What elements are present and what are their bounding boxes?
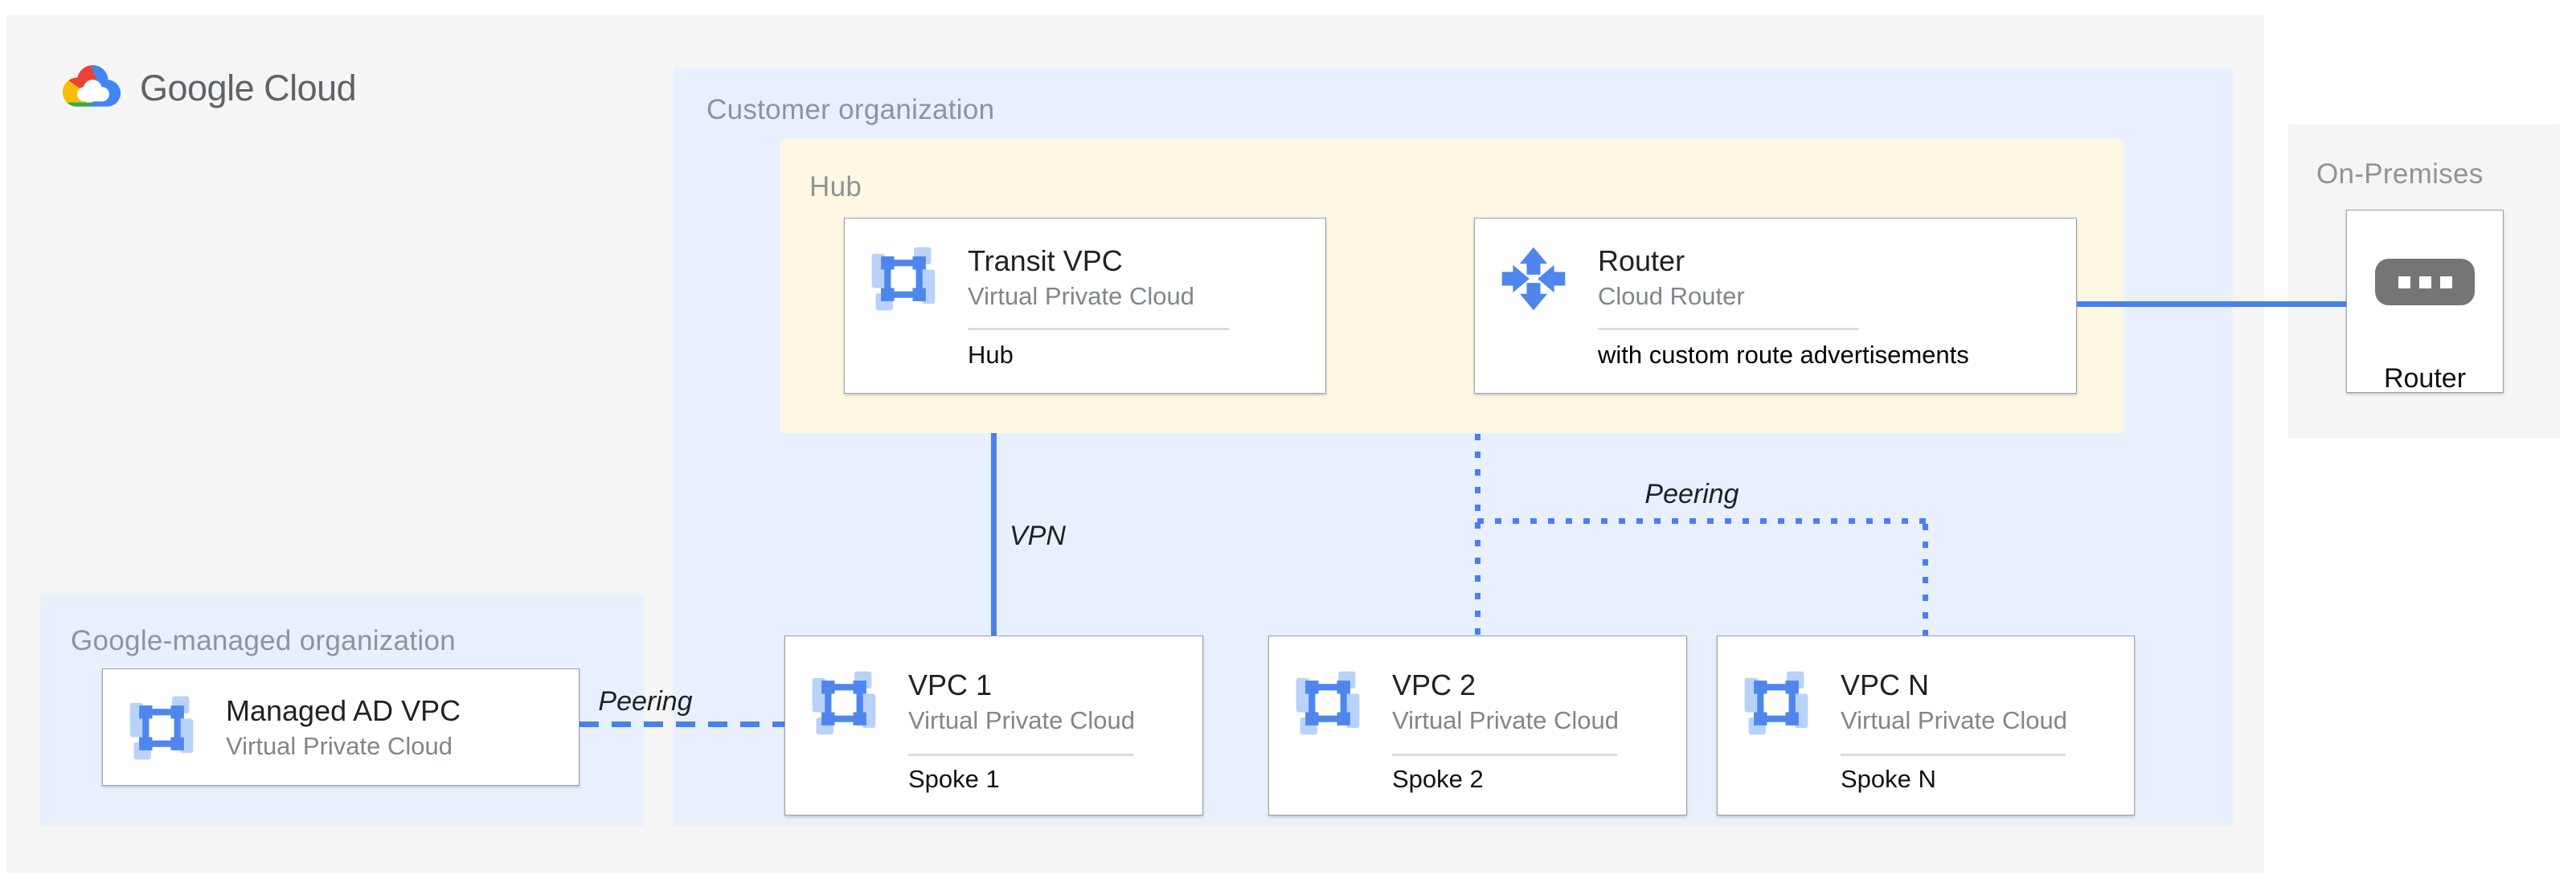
router-led-dot [2439,276,2452,288]
card-cloud-router: Router Cloud Router with custom route ad… [1474,218,2077,394]
vpc-icon [870,246,936,312]
peering-connector-vertical-vpc2 [1475,434,1480,636]
on-premises-label: On-Premises [2316,158,2484,190]
card-subtitle: Cloud Router [1598,282,1745,310]
peering-hub-label: Peering [1644,479,1739,509]
card-subtitle: Virtual Private Cloud [226,732,453,760]
card-subtitle: Virtual Private Cloud [1392,706,1620,734]
router-to-onprem-connector [2077,301,2349,307]
google-cloud-logo: Google Cloud [58,61,357,115]
peering-connector-vertical-vpcn [1923,524,1928,636]
peering-connector-managed-ad [579,721,785,727]
vpc-icon [1295,670,1361,736]
card-title: VPC 1 [908,668,993,701]
vpc-icon [1743,670,1809,736]
card-sublabel: with custom route advertisements [1598,341,1969,369]
card-onprem-router: Router [2346,210,2504,394]
router-led-dot [2398,276,2410,288]
hub-label: Hub [809,171,862,202]
card-separator [908,754,1133,756]
card-separator [1392,754,1617,756]
customer-organization-label: Customer organization [706,94,995,125]
cloud-router-icon [1501,247,1566,311]
google-cloud-logo-icon [62,65,121,107]
peering-managed-label: Peering [598,686,693,717]
card-title: Managed AD VPC [226,694,461,727]
card-sublabel: Hub [968,341,1014,369]
google-managed-organization-label: Google-managed organization [71,625,456,656]
card-subtitle: Virtual Private Cloud [908,706,1136,734]
vpc-icon [129,695,195,761]
vpn-connector-line [991,433,997,636]
card-managed-ad-vpc: Managed AD VPC Virtual Private Cloud [102,668,579,786]
card-title: Router [1598,244,1685,277]
card-separator [1598,328,1859,330]
card-vpc-2: VPC 2 Virtual Private Cloud Spoke 2 [1268,636,1687,815]
peering-connector-horizontal [1477,518,1927,524]
vpc-icon [811,670,877,736]
vpn-connector-label: VPN [1010,521,1066,551]
hardware-router-icon [2375,259,2475,305]
router-led-dot [2418,276,2431,288]
card-vpc-1: VPC 1 Virtual Private Cloud Spoke 1 [784,636,1203,815]
card-title: Transit VPC [968,244,1123,277]
card-vpc-n: VPC N Virtual Private Cloud Spoke N [1717,636,2135,815]
card-subtitle: Virtual Private Cloud [968,282,1195,310]
card-sublabel: Spoke N [1841,765,1936,793]
card-title: VPC N [1841,668,1930,701]
card-subtitle: Virtual Private Cloud [1841,706,2068,734]
card-separator [1841,754,2066,756]
card-title: VPC 2 [1392,668,1476,701]
card-separator [968,328,1229,330]
card-sublabel: Spoke 2 [1392,765,1484,793]
card-transit-vpc: Transit VPC Virtual Private Cloud Hub [844,218,1326,394]
google-cloud-logo-text: Google Cloud [140,67,357,108]
onprem-router-label: Router [2383,363,2467,394]
card-sublabel: Spoke 1 [908,765,1000,793]
